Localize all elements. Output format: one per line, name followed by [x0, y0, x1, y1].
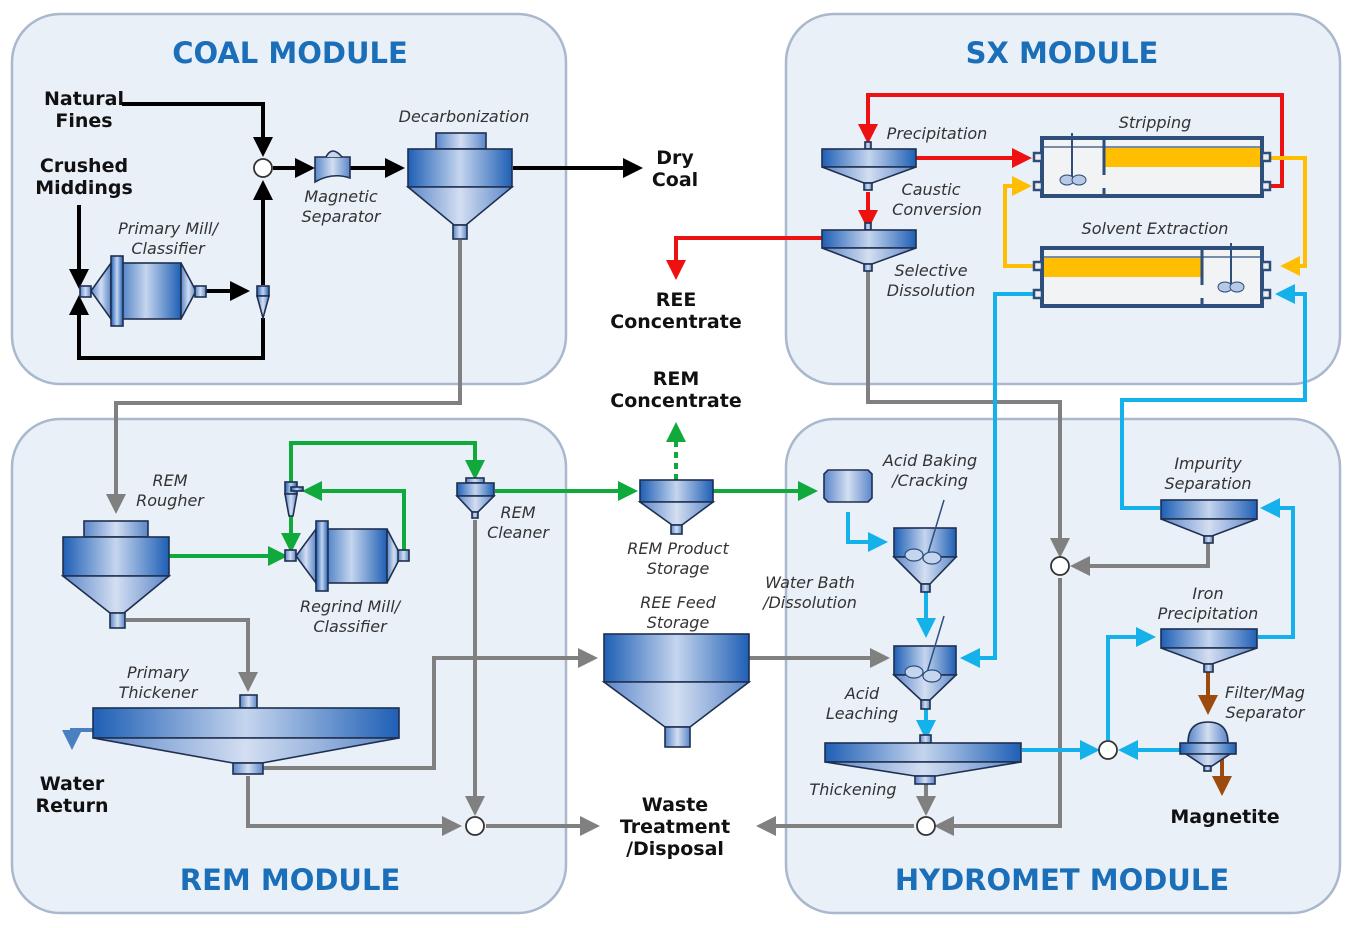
regrind-to-classifier-stream [302, 481, 406, 556]
residue-mix-node [1050, 556, 1070, 576]
loaded-organic-stream [1270, 156, 1307, 276]
hydromet-module-title: HYDROMET MODULE [895, 863, 1229, 897]
stripping-label: Stripping [1119, 113, 1192, 132]
impurity-residue-stream [1070, 543, 1210, 576]
decarb-to-rougher-stream [106, 240, 462, 514]
thickening-icon [824, 734, 1022, 785]
selective-dissolution-icon [821, 222, 917, 272]
solvent-extraction-tank-icon [1032, 243, 1272, 308]
to-iron-precipitation-stream [1106, 627, 1156, 740]
organic-streams [1003, 156, 1307, 276]
dissolution-residue-stream [866, 270, 1070, 558]
acid-baking-label: Acid Baking/Cracking [882, 451, 977, 490]
regrind-mill-icon [284, 520, 410, 592]
rem-waste-node [465, 816, 485, 836]
ree-concentrate-stream [666, 236, 822, 280]
rem-circuit-streams [168, 422, 818, 566]
acid-baking-icon [823, 469, 873, 503]
coal-module-title: COAL MODULE [172, 36, 408, 70]
rem-module-title: REM MODULE [180, 863, 401, 897]
filter-mag-separator-icon [1179, 721, 1237, 772]
precipitation-label: Precipitation [887, 124, 988, 143]
thickener-to-ree-feed-stream [262, 648, 598, 770]
rem-product-storage-icon [637, 479, 716, 535]
natural-fines-stream [122, 102, 273, 157]
water-bath-icon [892, 499, 958, 593]
classifier-recycle-stream [69, 295, 265, 360]
rem-cleaner-icon [455, 477, 496, 519]
rem-rougher-icon [60, 520, 172, 629]
leach-liquor-streams [846, 284, 1307, 760]
decarbonization-icon [405, 132, 515, 240]
rougher-to-thickener-stream [126, 618, 258, 692]
water-bath-label: Water Bath/Dissolution [761, 573, 857, 612]
magnetic-separator-icon [314, 150, 351, 184]
decarbonization-label: Decarbonization [399, 107, 530, 126]
coal-mix-node [253, 158, 273, 178]
baking-to-bath-stream [846, 512, 888, 552]
ree-feed-storage-icon [601, 633, 752, 748]
classifier-to-cleaner-stream [289, 441, 485, 482]
water-return-stream [62, 728, 93, 750]
primary-mill-icon [79, 255, 207, 327]
primary-mill-label: Primary Mill/Classifier [118, 219, 219, 258]
coal-classifier-icon [255, 285, 271, 322]
raffinate-to-leach-stream [960, 292, 1040, 668]
sx-module-title: SX MODULE [966, 36, 1159, 70]
stripping-tank-icon [1032, 133, 1272, 198]
regrind-classifier-icon [284, 481, 304, 517]
iron-precipitation-icon [1160, 628, 1258, 673]
stripped-organic-stream [1003, 176, 1040, 268]
liquor-mix-node [1098, 740, 1118, 760]
thickener-underflow-stream [246, 776, 462, 836]
thickening-label: Thickening [809, 780, 896, 799]
pls-to-sx-stream [1120, 284, 1307, 510]
magnetite-label: Magnetite [1170, 806, 1279, 828]
regrind-mill-label: Regrind Mill/Classifier [300, 597, 402, 636]
tailings-streams [106, 240, 1210, 836]
hydromet-residue-stream [934, 578, 1062, 836]
precipitation-icon [821, 141, 917, 191]
hydromet-waste-node [916, 816, 936, 836]
primary-thickener-icon [92, 694, 400, 775]
junction-nodes [253, 158, 1118, 836]
solvent-extraction-label: Solvent Extraction [1082, 219, 1229, 238]
acid-leaching-icon [891, 615, 958, 710]
iron-precip-overflow-stream [1258, 498, 1295, 639]
impurity-separation-icon [1160, 499, 1258, 544]
